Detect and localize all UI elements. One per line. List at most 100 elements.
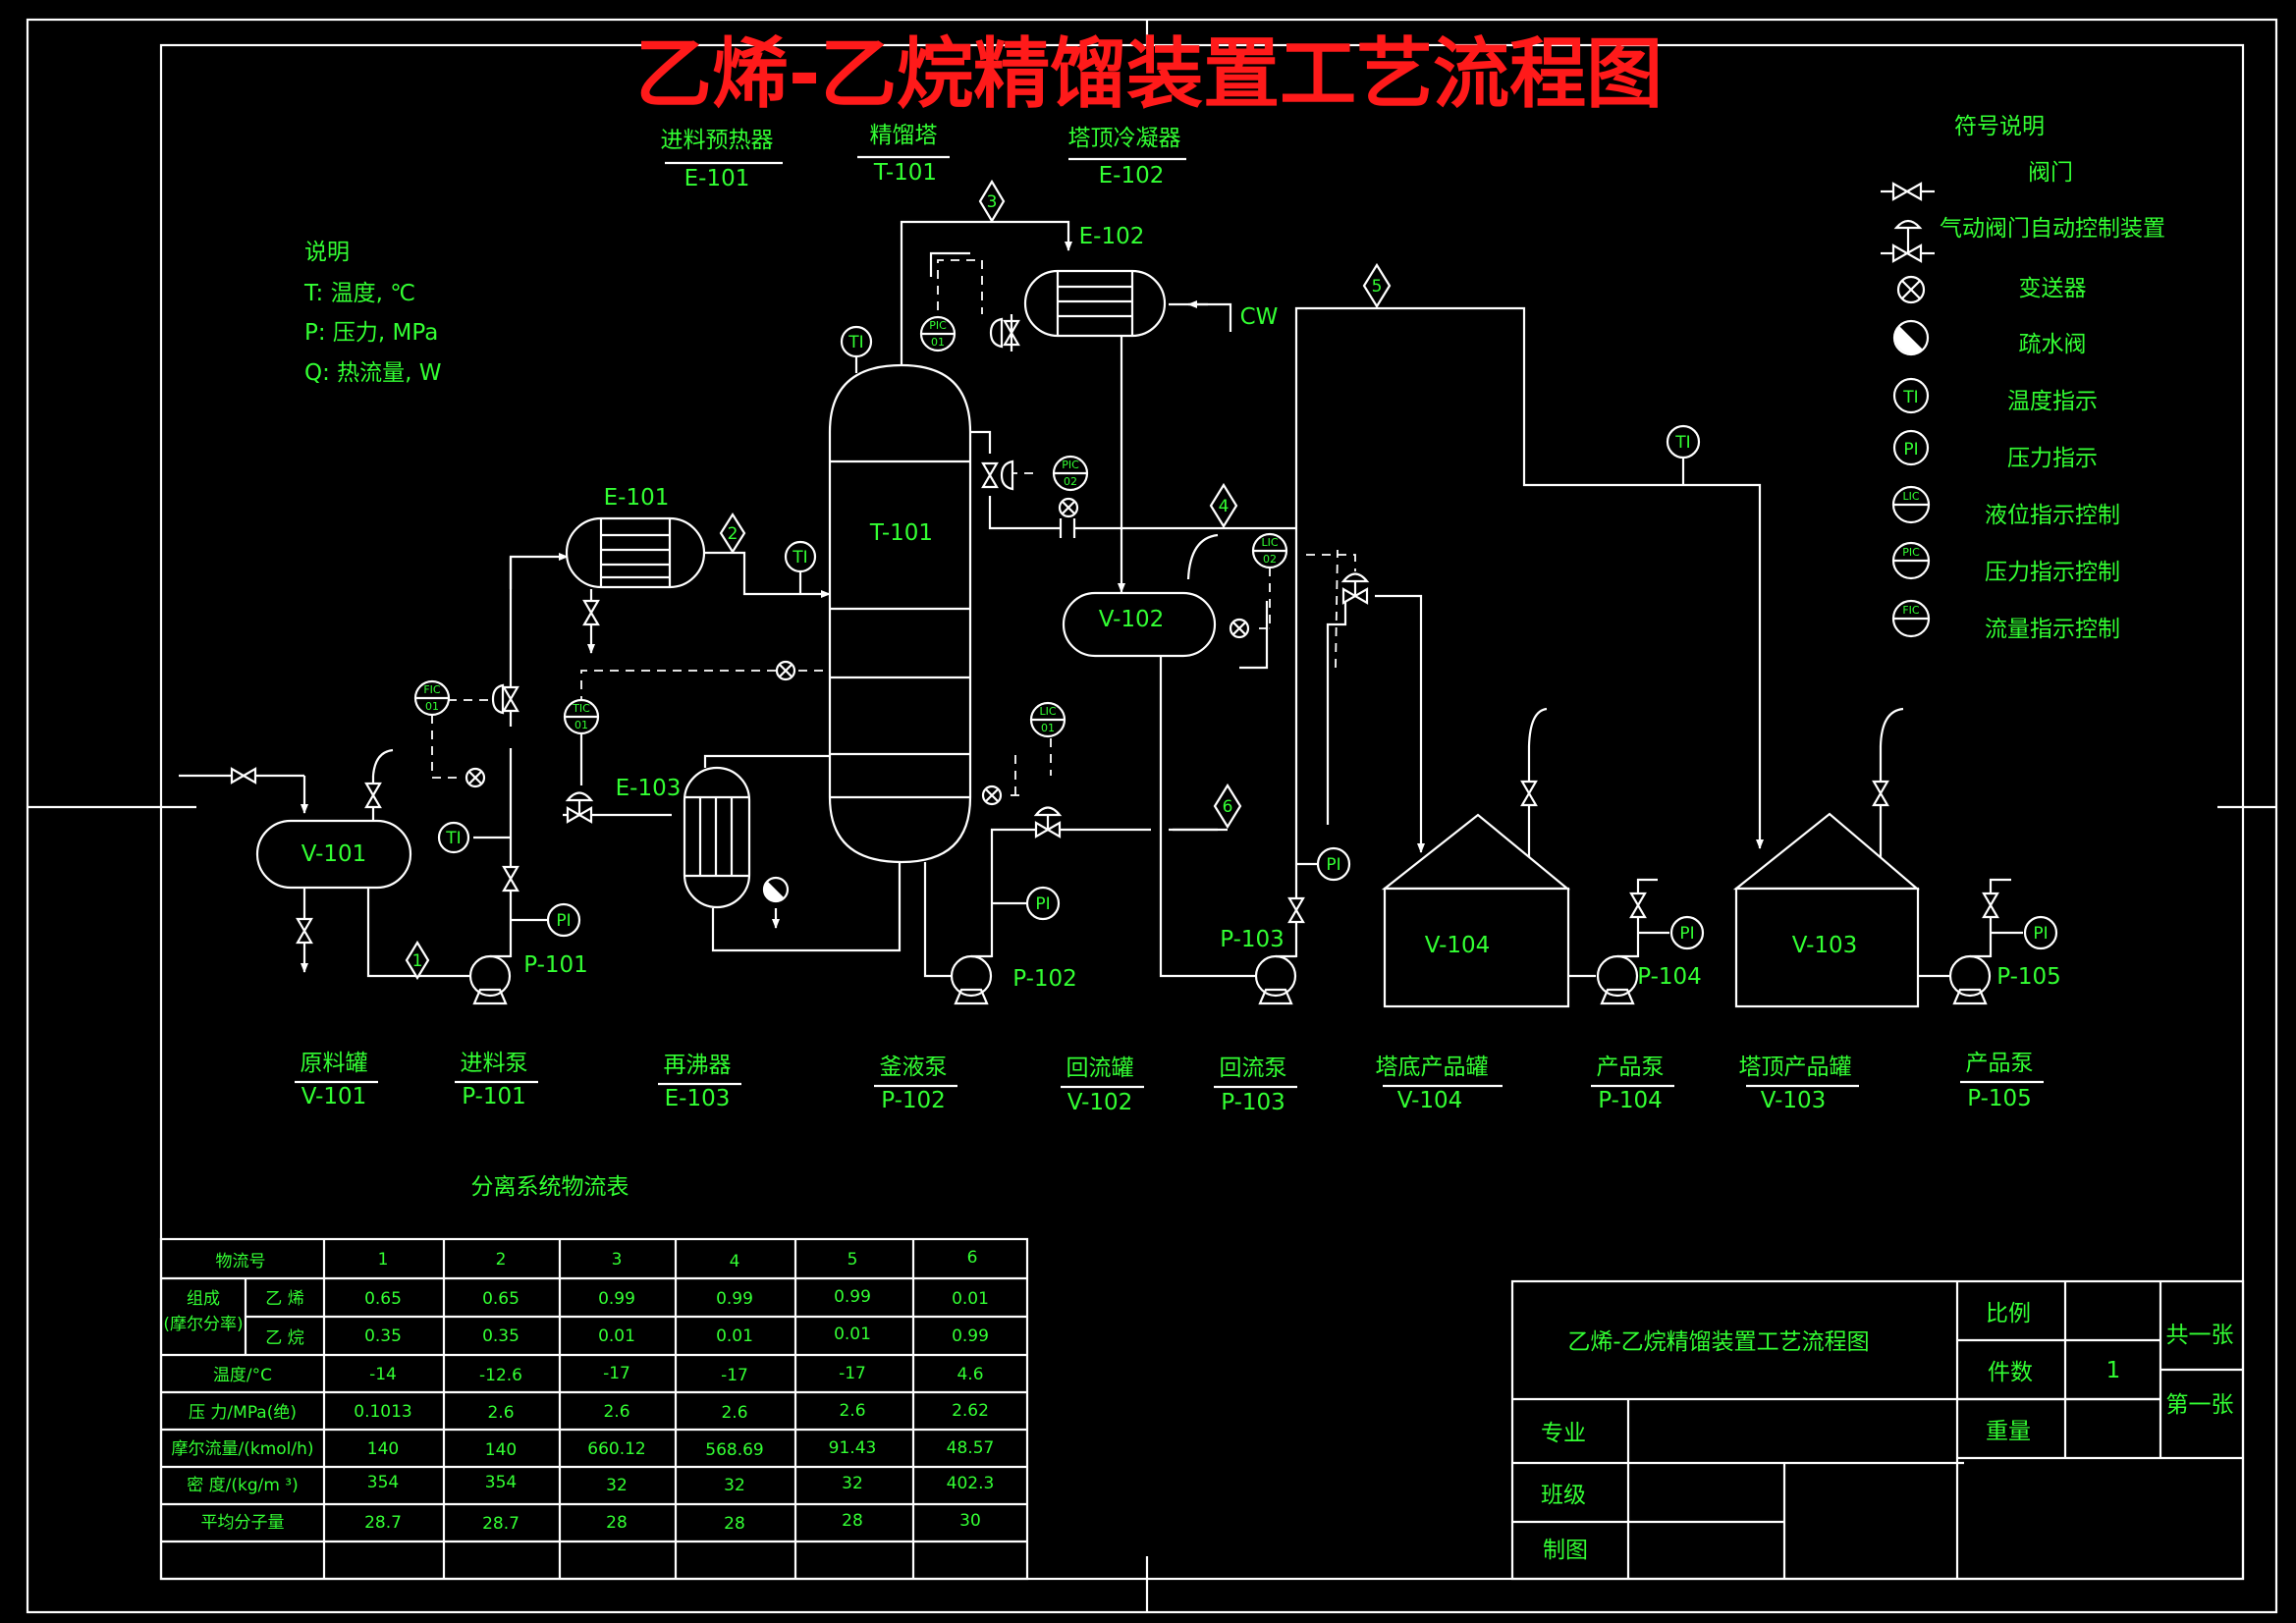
- legend-ti-icon: TI: [1892, 377, 1930, 414]
- drawing-frame: [26, 18, 2278, 1614]
- header-label-e101-tag: E-101: [684, 166, 750, 191]
- svg-text:02: 02: [1263, 553, 1277, 566]
- stream-table: 分离系统物流表 物流号 1 2 3 4 5 6 组成 (摩尔分率) 乙 烯 乙 …: [159, 1174, 1029, 1581]
- title-block-pieces-value: 1: [2106, 1358, 2121, 1383]
- vessel-v102-tag: V-102: [1099, 607, 1165, 632]
- equipment: V-101 E-101 T-101: [255, 224, 1920, 1008]
- instrument-pi-p103: PI: [1296, 846, 1351, 882]
- notes-heading: 说明: [304, 240, 350, 265]
- header-label-e102-tag: E-102: [1099, 163, 1165, 189]
- notes-block: 说明 T: 温度, ℃ P: 压力, MPa Q: 热流量, W: [303, 240, 442, 386]
- title-block-weight-label: 重量: [1986, 1419, 2031, 1444]
- transmitter-lic02-icon: [1229, 618, 1250, 639]
- title-block-class-label: 班级: [1541, 1483, 1586, 1508]
- svg-text:01: 01: [931, 336, 945, 349]
- stream-table-cell: 2.6: [487, 1403, 514, 1423]
- transmitter-tic01-icon: [775, 660, 796, 681]
- pump-p102-tag: P-102: [1012, 966, 1077, 992]
- exchanger-e101: E-101: [565, 485, 706, 589]
- stream-table-cell: 28.7: [364, 1513, 402, 1533]
- legend-lic-icon: LIC: [1891, 485, 1931, 524]
- stream-table-cell: 0.65: [364, 1289, 402, 1309]
- stream-table-title: 分离系统物流表: [471, 1174, 629, 1200]
- legend-pi-icon: PI: [1892, 429, 1930, 466]
- stream-table-row-2-label: 温度/°C: [213, 1366, 272, 1385]
- instrument-lic01: LIC 01: [1029, 701, 1066, 738]
- notes-line-t: T: 温度, ℃: [303, 281, 415, 306]
- title-block: 乙烯-乙烷精馏装置工艺流程图 比例 件数 1 重量 共一张 第一张 专业 班级 …: [1510, 1279, 2245, 1581]
- instrument-pi-p105: PI: [2023, 915, 2058, 950]
- instrument-ti-column-top: TI: [840, 325, 873, 373]
- svg-text:FIC: FIC: [1902, 604, 1920, 617]
- orifice-reflux: [1059, 518, 1076, 538]
- stream-marker-5: 5: [1362, 262, 1392, 309]
- svg-text:5: 5: [1372, 277, 1383, 297]
- svg-text:PI: PI: [1679, 924, 1694, 944]
- stream-table-row-0-label: 乙 烯: [265, 1289, 303, 1309]
- stream-table-cell: 0.35: [482, 1326, 519, 1346]
- tank-v104-tag: V-104: [1425, 933, 1491, 958]
- stream-table-cell: 0.01: [716, 1326, 753, 1346]
- legend-transmitter-icon: [1896, 275, 1926, 304]
- stream-table-col-4: 4: [730, 1252, 740, 1271]
- stream-table-cell: 30: [959, 1511, 981, 1531]
- legend-label-valve: 阀门: [2028, 160, 2073, 186]
- legend-label-pic: 压力指示控制: [1985, 560, 2120, 585]
- valve-feed: [230, 767, 257, 784]
- legend-label-steam-trap: 疏水阀: [2019, 332, 2087, 357]
- bottom-label-4-name: 回流罐: [1066, 1055, 1134, 1081]
- tank-v103-tag: V-103: [1792, 933, 1858, 958]
- instrument-tic01: TIC 01: [563, 698, 600, 785]
- stream-table-cell: 32: [724, 1476, 745, 1495]
- pumps: P-101 P-102 P-103 P-104 P-105: [468, 927, 2061, 1005]
- pump-p101: P-101: [468, 952, 588, 1005]
- stream-table-cell: 354: [485, 1473, 517, 1492]
- column-t101-tag: T-101: [869, 520, 933, 546]
- vessel-v101-tag: V-101: [301, 841, 367, 867]
- stream-table-cell: 28: [606, 1513, 628, 1533]
- pump-p101-tag: P-101: [523, 952, 588, 978]
- stream-table-row-6-label: 平均分子量: [201, 1513, 285, 1533]
- stream-table-cell: -14: [369, 1365, 397, 1384]
- svg-text:LIC: LIC: [1902, 490, 1919, 503]
- instrument-pic02: PIC 02: [1052, 455, 1089, 492]
- svg-text:3: 3: [987, 192, 998, 212]
- stream-table-cell: 2.6: [721, 1403, 747, 1423]
- bottom-labels: 原料罐 V-101 进料泵 P-101 再沸器 E-103 釜液泵 P-102 …: [295, 1051, 2044, 1115]
- exchanger-e101-tag: E-101: [604, 485, 670, 511]
- stream-markers: 1 2 3 4 5 6: [405, 179, 1392, 981]
- stream-marker-3: 3: [978, 179, 1006, 224]
- bottom-label-1-tag: P-101: [462, 1084, 526, 1109]
- bottom-label-6-tag: V-104: [1397, 1088, 1463, 1113]
- stream-table-col-5: 5: [847, 1250, 858, 1270]
- stream-table-cell: 2.6: [603, 1402, 629, 1422]
- transmitters: [465, 497, 1250, 903]
- svg-text:LIC: LIC: [1261, 536, 1278, 549]
- valve-v103-vent: [1872, 780, 1889, 807]
- stream-table-cell: 0.99: [834, 1287, 871, 1307]
- header-label-t101-tag: T-101: [873, 160, 937, 186]
- svg-text:PI: PI: [1903, 440, 1918, 460]
- bottom-label-2-tag: E-103: [665, 1086, 731, 1111]
- valve-fic01: [491, 683, 519, 715]
- exchanger-e103: E-103: [616, 766, 751, 909]
- stream-marker-6: 6: [1213, 783, 1242, 830]
- header-label-e101-name: 进料预热器: [661, 128, 774, 153]
- svg-text:LIC: LIC: [1039, 705, 1056, 718]
- stream-table-cell: 0.99: [598, 1289, 635, 1309]
- tank-v104: V-104: [1381, 813, 1571, 1008]
- drawing-title: 乙烯-乙烷精馏装置工艺流程图: [635, 30, 1663, 119]
- stream-table-cell: 354: [367, 1473, 399, 1492]
- stream-table-cell: 0.01: [952, 1289, 989, 1309]
- valve-pic01: [989, 314, 1020, 352]
- header-labels: 进料预热器 E-101 精馏塔 T-101 塔顶冷凝器 E-102: [661, 123, 1186, 191]
- stream-table-cell: 0.1013: [354, 1402, 411, 1422]
- stream-table-row-1-label: 乙 烷: [265, 1328, 303, 1348]
- legend-label-lic: 液位指示控制: [1985, 503, 2120, 528]
- stream-table-cell: -17: [839, 1364, 866, 1383]
- transmitter-fic01-icon: [465, 767, 486, 788]
- valve-e101-drain: [582, 599, 600, 626]
- stream-table-col-2: 2: [496, 1250, 507, 1270]
- stream-table-cell: 28.7: [482, 1514, 519, 1534]
- svg-text:01: 01: [574, 719, 588, 731]
